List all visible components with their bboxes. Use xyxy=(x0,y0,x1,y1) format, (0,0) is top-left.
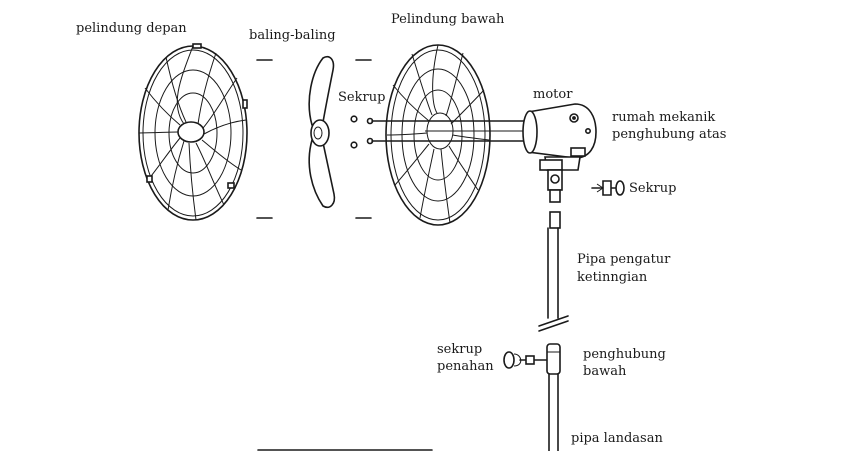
label-lower-connector-1: penghubung xyxy=(583,347,666,362)
retaining-screw-drawing xyxy=(503,351,547,369)
label-screw-right: Sekrup xyxy=(629,181,677,196)
label-retaining-screw-2: penahan xyxy=(437,359,494,374)
motor-drawing xyxy=(522,103,597,171)
rear-guard-drawing xyxy=(371,44,529,226)
label-front-guard: pelindung depan xyxy=(76,21,187,36)
lower-connector-drawing xyxy=(546,343,561,375)
label-retaining-screw-1: sekrup xyxy=(437,342,483,357)
label-screw-top: Sekrup xyxy=(338,90,386,105)
blade-drawing xyxy=(308,55,336,209)
label-base-pipe: pipa landasan xyxy=(571,431,663,446)
label-blade: baling-baling xyxy=(249,28,336,43)
base-pipe-drawing xyxy=(548,373,559,451)
height-pipe-drawing xyxy=(538,211,569,332)
label-rear-guard: Pelindung bawah xyxy=(391,12,505,27)
label-height-pipe-2: ketinngian xyxy=(577,270,648,285)
label-upper-connector: penghubung atas xyxy=(612,127,727,142)
arrow-marks-left xyxy=(256,59,273,219)
upper-connector-drawing xyxy=(547,169,563,203)
label-lower-connector-2: bawah xyxy=(583,364,627,379)
mount-screws-drawing xyxy=(350,115,374,149)
label-motor: motor xyxy=(533,87,573,102)
front-guard-drawing xyxy=(138,43,248,221)
right-screw-drawing xyxy=(591,180,625,196)
label-mech-housing: rumah mekanik xyxy=(612,110,716,125)
label-height-pipe-1: Pipa pengatur xyxy=(577,252,671,267)
arrow-marks-middle xyxy=(355,59,372,219)
